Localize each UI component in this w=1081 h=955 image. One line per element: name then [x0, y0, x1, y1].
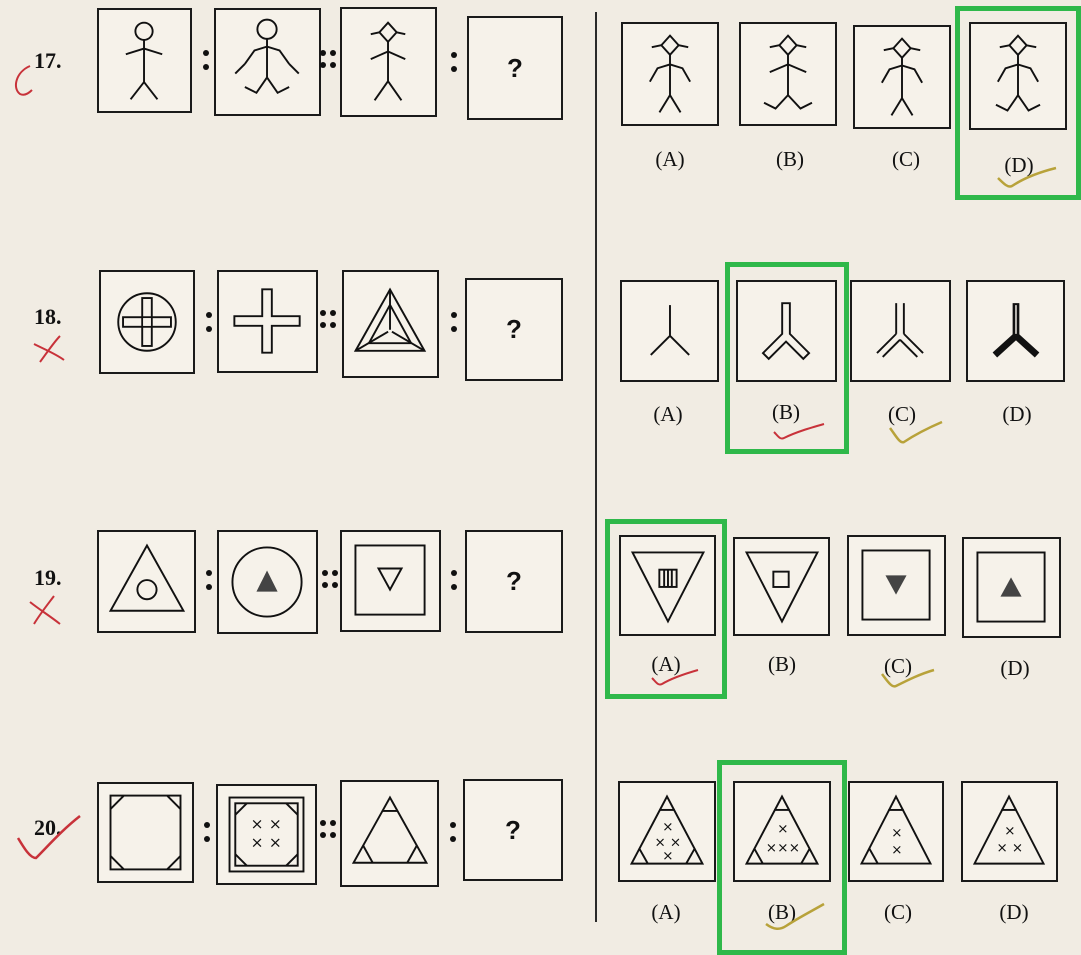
option-q19-d[interactable]: [962, 537, 1061, 638]
option-q17-b[interactable]: [739, 22, 837, 126]
ratio-colon: [450, 822, 456, 850]
ratio-colon: [451, 52, 457, 80]
ratio-colon: [203, 50, 209, 78]
red-check-icon: [772, 420, 826, 442]
option-label-b: (B): [752, 652, 812, 677]
svg-text:×: ×: [662, 849, 673, 864]
svg-text:×: ×: [1012, 841, 1023, 856]
ratio-double-colon: [320, 310, 338, 334]
option-q18-d[interactable]: [966, 280, 1065, 382]
question-number: 18.: [34, 304, 62, 330]
ratio-double-colon: [320, 820, 338, 844]
svg-text:×: ×: [1004, 824, 1015, 839]
option-label-d: (D): [987, 402, 1047, 427]
figure-q18-1: [99, 270, 195, 374]
answer-box-q19: ?: [465, 530, 563, 633]
ratio-double-colon: [320, 50, 338, 74]
svg-text:×: ×: [662, 820, 673, 835]
ratio-colon: [206, 312, 212, 340]
yellow-check-icon: [880, 666, 936, 692]
svg-text:×: ×: [269, 833, 282, 851]
yellow-check-icon: [764, 902, 828, 932]
question-number: 17.: [34, 48, 62, 74]
figure-q19-3: [340, 530, 441, 632]
figure-q19-1: [97, 530, 196, 633]
column-divider: [595, 12, 597, 922]
answer-box-q17: ?: [467, 16, 563, 120]
option-label-b: (B): [760, 147, 820, 172]
svg-text:×: ×: [269, 815, 282, 833]
question-number: 19.: [34, 565, 62, 591]
svg-text:×: ×: [891, 843, 902, 858]
figure-q18-3: [342, 270, 439, 378]
option-label-a: (A): [638, 402, 698, 427]
yellow-check-icon: [888, 420, 944, 448]
answer-box-q20: ?: [463, 779, 563, 881]
option-q19-c[interactable]: [847, 535, 946, 636]
ratio-colon: [206, 570, 212, 598]
red-check-icon: [650, 668, 700, 688]
ratio-colon: [451, 570, 457, 598]
figure-q20-3: [340, 780, 439, 887]
red-cross-icon: [30, 332, 70, 366]
figure-q18-2: [217, 270, 318, 373]
figure-q20-2: ××××: [216, 784, 317, 885]
unknown-figure-mark: ?: [465, 781, 561, 879]
red-check-icon: [6, 58, 36, 98]
answer-box-q18: ?: [465, 278, 563, 381]
figure-q17-3: [340, 7, 437, 117]
option-label-a: (A): [640, 147, 700, 172]
option-label-c: (C): [876, 147, 936, 172]
yellow-check-icon: [996, 162, 1060, 192]
figure-q19-2: [217, 530, 318, 634]
unknown-figure-mark: ?: [467, 280, 561, 379]
figure-q17-1: [97, 8, 192, 113]
unknown-figure-mark: ?: [467, 532, 561, 631]
svg-text:×: ×: [997, 841, 1008, 856]
red-check-icon: [14, 812, 84, 864]
option-q17-c[interactable]: [853, 25, 951, 129]
option-label-d: (D): [984, 900, 1044, 925]
option-q20-a[interactable]: ××××: [618, 781, 716, 882]
option-label-d: (D): [985, 656, 1045, 681]
svg-text:×: ×: [891, 826, 902, 841]
option-q19-b[interactable]: [733, 537, 830, 636]
option-q20-c[interactable]: ××: [848, 781, 944, 882]
option-q20-d[interactable]: × × ×: [961, 781, 1058, 882]
option-q18-a[interactable]: [620, 280, 719, 382]
svg-text:×: ×: [251, 833, 264, 851]
option-label-c: (C): [868, 900, 928, 925]
svg-text:×: ×: [251, 815, 264, 833]
unknown-figure-mark: ?: [469, 18, 561, 118]
ratio-colon: [204, 822, 210, 850]
figure-q17-2: [214, 8, 321, 116]
red-cross-icon: [26, 592, 66, 628]
option-label-a: (A): [636, 900, 696, 925]
option-q18-c[interactable]: [850, 280, 951, 382]
ratio-double-colon: [322, 570, 340, 594]
ratio-colon: [451, 312, 457, 340]
option-q17-a[interactable]: [621, 22, 719, 126]
figure-q20-1: [97, 782, 194, 883]
